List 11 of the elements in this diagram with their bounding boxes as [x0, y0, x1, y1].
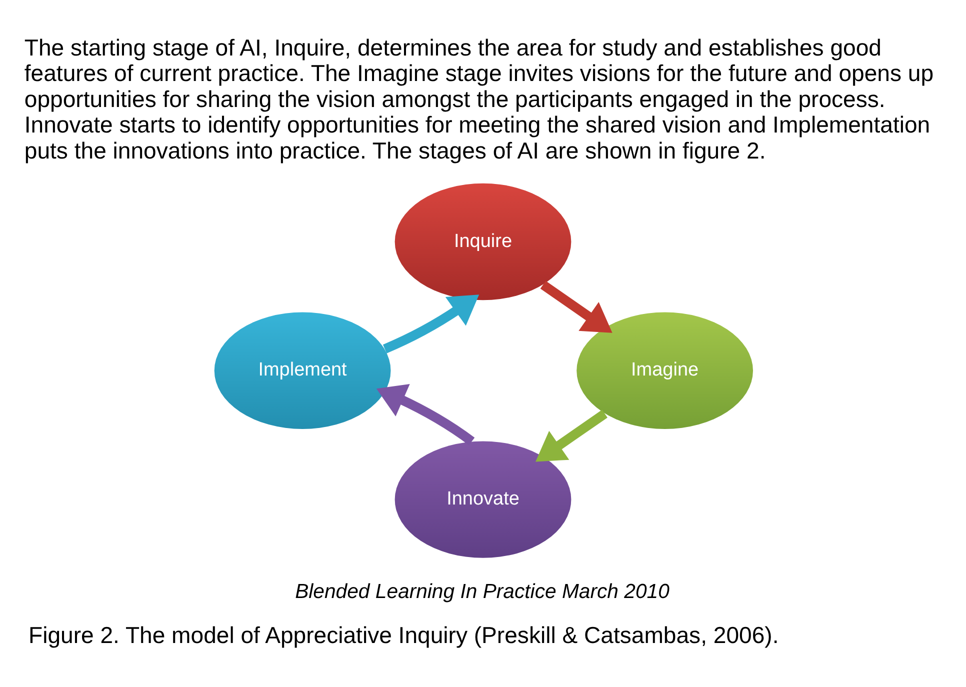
arrow — [536, 410, 608, 462]
arrow — [376, 384, 475, 446]
node-ellipse: Implement — [214, 312, 391, 429]
caption: Figure 2. The model of Appreciative Inquiry (Preskill & Catsambas, 2006). — [28, 622, 779, 648]
label: The starting stage of AI, Inquire, determines the area for study and establishes good features of current practice. The Imagine stage invites visions for the future and opens up opportunities for sharing the vision amongst the participants engaged in the process. Innovate starts to identify opportunities for meeting the shared vision and Implementation puts the innovations into practice. The stages of AI are shown in figure 2. — [24, 34, 934, 164]
node-ellipse: Inquire — [394, 183, 572, 300]
node-ellipse: Innovate — [394, 441, 572, 558]
arrow — [382, 294, 480, 354]
label: Blended Learning In Practice March 2010 — [295, 580, 670, 603]
arrow — [540, 280, 612, 333]
node-ellipse: Imagine — [576, 312, 753, 429]
